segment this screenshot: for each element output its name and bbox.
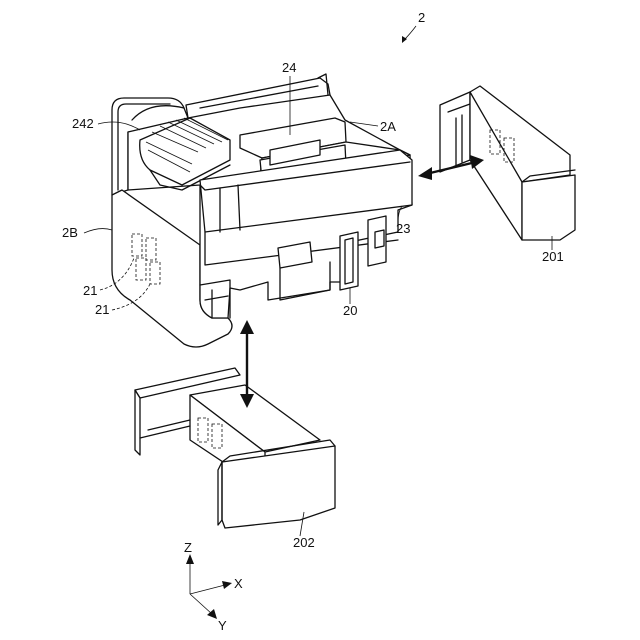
connector-housing xyxy=(112,74,412,347)
label-cover-bottom: 202 xyxy=(293,535,315,550)
label-lever-knob: 242 xyxy=(72,116,94,131)
label-housing-b: 2B xyxy=(62,225,78,240)
label-terminal-part: 20 xyxy=(343,303,357,318)
coordinate-axes: Z X Y xyxy=(184,540,243,633)
label-cover-side: 201 xyxy=(542,249,564,264)
label-housing-a: 2A xyxy=(380,119,396,134)
bottom-cover-202 xyxy=(135,368,335,528)
label-mark-lower: 21 xyxy=(95,302,109,317)
axis-label-y: Y xyxy=(218,618,227,633)
label-lever: 24 xyxy=(282,60,296,75)
side-cover-201 xyxy=(440,86,575,240)
x-axis xyxy=(190,585,225,594)
axis-label-z: Z xyxy=(184,540,192,555)
label-figure: 2 xyxy=(418,10,425,25)
label-wall: 23 xyxy=(396,221,410,236)
label-mark-upper: 21 xyxy=(83,283,97,298)
y-axis xyxy=(190,594,212,614)
axis-label-x: X xyxy=(234,576,243,591)
